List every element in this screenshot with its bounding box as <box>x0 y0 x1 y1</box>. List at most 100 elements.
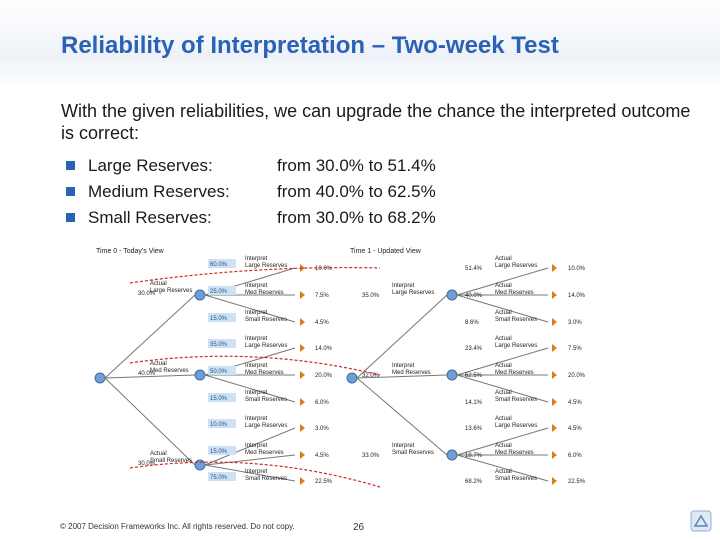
right-leaf-value: 4.5% <box>568 426 582 432</box>
decorative-logo-icon <box>690 510 712 532</box>
bullet-square-icon <box>66 161 75 170</box>
right-leaf-line <box>456 267 549 296</box>
right-branch-line <box>356 294 448 379</box>
right-chance-node <box>446 449 458 461</box>
bullet-square-icon <box>66 187 75 196</box>
left-leaf-value: 14.0% <box>315 346 333 352</box>
bullet-square-icon <box>66 213 75 222</box>
right-leaf-pct: 68.2% <box>465 479 483 485</box>
left-branch-prob: 40.0% <box>138 371 156 377</box>
left-leaf-value: 6.0% <box>315 400 329 406</box>
right-chance-node <box>446 369 458 381</box>
right-leaf-value: 10.0% <box>568 266 586 272</box>
left-leaf-pct-highlight <box>208 393 236 402</box>
left-chance-node <box>194 459 206 471</box>
left-leaf-value: 4.5% <box>315 320 329 326</box>
left-root-node <box>94 372 106 384</box>
right-leaf-end-icon <box>552 318 557 326</box>
right-leaf-end-icon <box>552 264 557 272</box>
left-chance-node <box>194 289 206 301</box>
right-tree-title: Time 1 - Updated View <box>350 248 422 255</box>
left-leaf-pct: 15.0% <box>210 316 228 322</box>
right-leaf-line <box>456 347 549 376</box>
right-leaf-pct: 14.1% <box>465 400 483 406</box>
bullet-value: from 30.0% to 51.4% <box>277 156 436 175</box>
left-leaf-end-icon <box>300 318 305 326</box>
bullet-label: Large Reserves: <box>88 156 213 175</box>
left-leaf-value: 4.5% <box>315 453 329 459</box>
right-leaf-end-icon <box>552 344 557 352</box>
right-leaf-pct: 13.6% <box>465 426 483 432</box>
right-leaf-value: 3.0% <box>568 320 582 326</box>
left-leaf-end-icon <box>300 344 305 352</box>
right-branch-prob: 33.0% <box>362 453 380 459</box>
left-leaf-pct-highlight <box>208 313 236 322</box>
right-leaf-value: 20.0% <box>568 373 586 379</box>
right-leaf-value: 22.5% <box>568 479 586 485</box>
right-leaf-value: 7.5% <box>568 346 582 352</box>
left-leaf-pct: 15.0% <box>210 449 228 455</box>
copyright-footer: © 2007 Decision Frameworks Inc. All righ… <box>60 522 295 531</box>
left-leaf-value: 20.0% <box>315 373 333 379</box>
left-leaf-end-icon <box>300 424 305 432</box>
left-leaf-value: 10.0% <box>315 266 333 272</box>
right-leaf-end-icon <box>552 451 557 459</box>
right-leaf-line <box>456 427 549 456</box>
right-branch-prob: 32.0% <box>362 373 380 379</box>
left-branch-prob: 30.0% <box>138 291 156 297</box>
right-leaf-pct: 18.7% <box>465 453 483 459</box>
right-leaf-pct: 40.0% <box>465 293 483 299</box>
left-leaf-end-icon <box>300 291 305 299</box>
right-branch-prob: 35.0% <box>362 293 380 299</box>
left-leaf-line <box>204 427 296 466</box>
left-leaf-pct-highlight <box>208 366 236 375</box>
left-branch-line <box>104 294 196 379</box>
right-leaf-end-icon <box>552 371 557 379</box>
left-leaf-value: 22.5% <box>315 479 333 485</box>
left-leaf-line <box>204 374 296 403</box>
left-leaf-value: 3.0% <box>315 426 329 432</box>
left-chance-node <box>194 369 206 381</box>
right-root-node <box>346 372 358 384</box>
connector-arrow <box>129 355 381 376</box>
right-leaf-end-icon <box>552 477 557 485</box>
left-branch-line <box>104 374 196 379</box>
right-leaf-line <box>456 374 549 403</box>
left-leaf-pct: 15.0% <box>210 396 228 402</box>
right-leaf-pct: 62.5% <box>465 373 483 379</box>
left-leaf-pct: 25.0% <box>210 289 228 295</box>
left-leaf-pct-highlight <box>208 286 236 295</box>
left-leaf-end-icon <box>300 477 305 485</box>
left-leaf-pct: 50.0% <box>210 369 228 375</box>
left-branch-line <box>104 377 196 466</box>
left-leaf-line <box>204 294 296 323</box>
left-leaf-line <box>204 454 296 466</box>
left-leaf-pct: 75.0% <box>210 475 228 481</box>
right-branch-line <box>356 374 448 379</box>
left-leaf-pct-highlight <box>208 446 236 455</box>
right-leaf-value: 4.5% <box>568 400 582 406</box>
connector-arrow <box>129 461 381 488</box>
left-leaf-end-icon <box>300 264 305 272</box>
right-leaf-end-icon <box>552 291 557 299</box>
right-leaf-line <box>456 294 549 323</box>
